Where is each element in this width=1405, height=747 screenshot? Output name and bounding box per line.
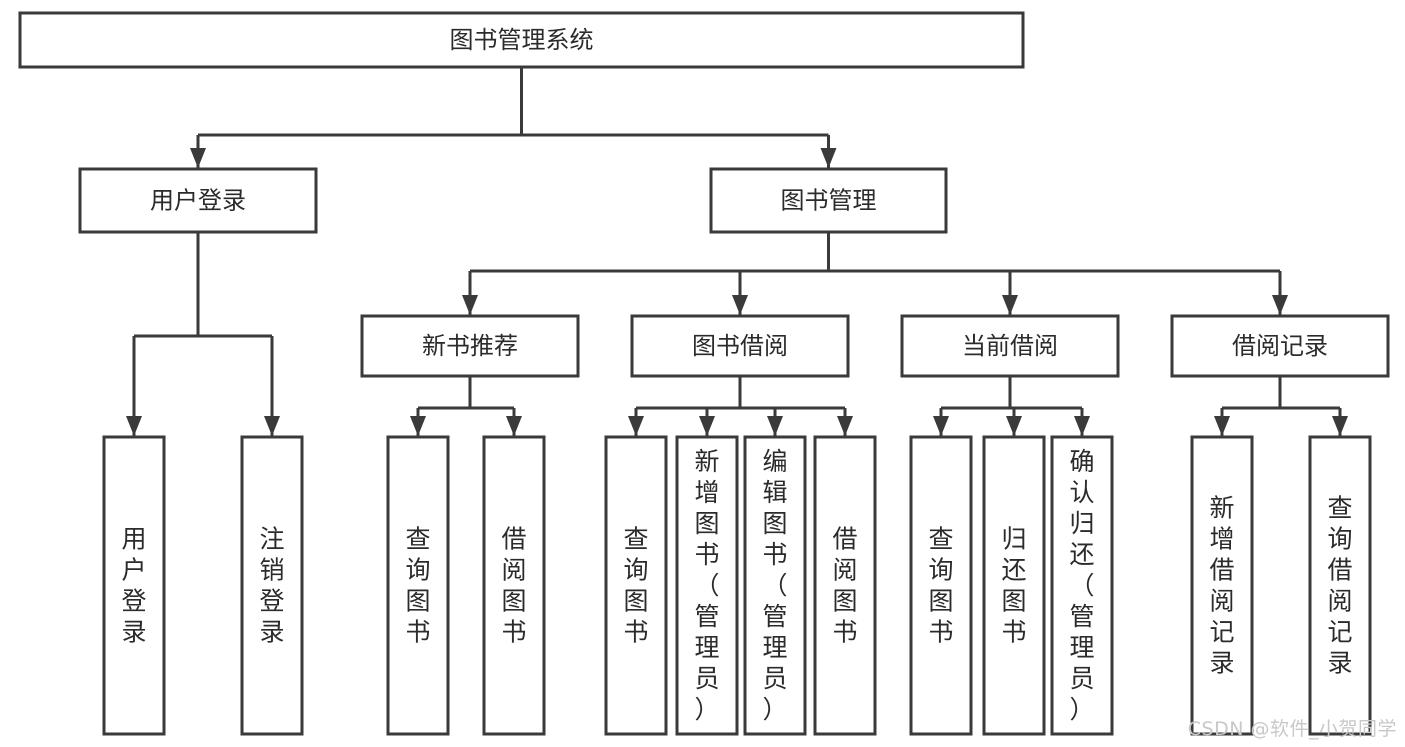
node-box-new-book-recommend xyxy=(360,314,580,378)
arrow-head xyxy=(628,416,644,436)
node-label-current-borrow: 当前借阅 xyxy=(962,332,1058,360)
node-root[interactable]: 图书管理系统 xyxy=(18,11,1025,69)
node-leaf-add-borrow-record[interactable]: 新增借阅记录 xyxy=(1190,435,1254,736)
node-label-new-book-recommend: 新书推荐 xyxy=(422,332,518,360)
node-box-leaf-query-book-rec xyxy=(386,435,450,736)
node-label-leaf-user-login: 用户登录 xyxy=(121,525,146,647)
arrow-head xyxy=(767,416,783,436)
node-box-root xyxy=(18,11,1025,69)
node-leaf-logout[interactable]: 注销登录 xyxy=(240,435,304,736)
connectors-layer xyxy=(126,67,1348,436)
arrow-head xyxy=(1214,416,1230,436)
node-leaf-borrow-book[interactable]: 借阅图书 xyxy=(813,435,877,736)
node-label-leaf-query-book-current: 查询图书 xyxy=(928,525,953,647)
node-label-leaf-borrow-book: 借阅图书 xyxy=(832,525,857,647)
arrow-head xyxy=(410,416,426,436)
node-leaf-borrow-book-rec[interactable]: 借阅图书 xyxy=(482,435,546,736)
node-label-user-login: 用户登录 xyxy=(150,187,246,215)
nodes-layer: 图书管理系统用户登录图书管理新书推荐图书借阅当前借阅借阅记录用户登录注销登录查询… xyxy=(18,11,1390,736)
node-book-borrow[interactable]: 图书借阅 xyxy=(630,314,850,378)
node-label-leaf-return-book: 归还图书 xyxy=(1001,525,1026,647)
node-box-leaf-edit-book-admin xyxy=(743,435,807,736)
node-leaf-return-book[interactable]: 归还图书 xyxy=(982,435,1046,736)
node-leaf-query-book-rec[interactable]: 查询图书 xyxy=(386,435,450,736)
node-box-leaf-add-book-admin xyxy=(675,435,739,736)
node-leaf-add-book-admin[interactable]: 新增图书（管理员） xyxy=(675,435,739,736)
node-box-leaf-borrow-book xyxy=(813,435,877,736)
node-box-leaf-query-book-borrow xyxy=(604,435,668,736)
arrow-head xyxy=(190,148,206,168)
node-label-book-management: 图书管理 xyxy=(781,187,877,215)
node-label-borrow-record: 借阅记录 xyxy=(1232,332,1328,360)
node-label-leaf-add-book-admin: 新增图书（管理员） xyxy=(694,447,719,724)
node-label-leaf-add-borrow-record: 新增借阅记录 xyxy=(1209,494,1234,678)
node-box-user-login xyxy=(78,167,318,234)
arrow-head xyxy=(1006,416,1022,436)
node-box-leaf-query-borrow-record xyxy=(1308,435,1372,736)
arrow-head xyxy=(506,416,522,436)
node-box-borrow-record xyxy=(1170,314,1390,378)
node-book-management[interactable]: 图书管理 xyxy=(709,167,948,234)
node-box-leaf-user-login xyxy=(102,435,166,736)
arrow-head xyxy=(126,416,142,436)
node-label-leaf-edit-book-admin: 编辑图书（管理员） xyxy=(762,447,787,724)
node-user-login[interactable]: 用户登录 xyxy=(78,167,318,234)
node-label-book-borrow: 图书借阅 xyxy=(692,332,788,360)
arrow-head xyxy=(1332,416,1348,436)
node-leaf-edit-book-admin[interactable]: 编辑图书（管理员） xyxy=(743,435,807,736)
node-box-leaf-borrow-book-rec xyxy=(482,435,546,736)
node-leaf-query-book-borrow[interactable]: 查询图书 xyxy=(604,435,668,736)
node-box-current-borrow xyxy=(900,314,1120,378)
node-borrow-record[interactable]: 借阅记录 xyxy=(1170,314,1390,378)
node-box-book-management xyxy=(709,167,948,234)
arrow-head xyxy=(1002,295,1018,315)
node-label-root: 图书管理系统 xyxy=(450,26,594,54)
node-box-leaf-logout xyxy=(240,435,304,736)
arrow-head xyxy=(837,416,853,436)
node-label-leaf-query-book-borrow: 查询图书 xyxy=(623,525,648,647)
csdn-watermark: CSDN @软件_小贺同学 xyxy=(1187,718,1397,740)
arrow-head xyxy=(462,295,478,315)
arrow-head xyxy=(732,295,748,315)
arrow-head xyxy=(699,416,715,436)
node-leaf-query-book-current[interactable]: 查询图书 xyxy=(909,435,973,736)
node-label-leaf-confirm-return-admin: 确认归还（管理员） xyxy=(1069,447,1094,724)
node-box-leaf-add-borrow-record xyxy=(1190,435,1254,736)
node-current-borrow[interactable]: 当前借阅 xyxy=(900,314,1120,378)
node-box-leaf-query-book-current xyxy=(909,435,973,736)
node-leaf-confirm-return-admin[interactable]: 确认归还（管理员） xyxy=(1050,435,1114,736)
arrow-head xyxy=(1074,416,1090,436)
arrow-head xyxy=(1272,295,1288,315)
node-leaf-user-login[interactable]: 用户登录 xyxy=(102,435,166,736)
node-leaf-query-borrow-record[interactable]: 查询借阅记录 xyxy=(1308,435,1372,736)
arrow-head xyxy=(264,416,280,436)
node-box-leaf-confirm-return-admin xyxy=(1050,435,1114,736)
node-label-leaf-borrow-book-rec: 借阅图书 xyxy=(501,525,526,647)
node-label-leaf-query-book-rec: 查询图书 xyxy=(405,525,430,647)
node-box-leaf-return-book xyxy=(982,435,1046,736)
node-new-book-recommend[interactable]: 新书推荐 xyxy=(360,314,580,378)
node-box-book-borrow xyxy=(630,314,850,378)
arrow-head xyxy=(933,416,949,436)
arrow-head xyxy=(820,148,837,168)
node-label-leaf-logout: 注销登录 xyxy=(259,525,284,647)
node-label-leaf-query-borrow-record: 查询借阅记录 xyxy=(1327,494,1352,678)
